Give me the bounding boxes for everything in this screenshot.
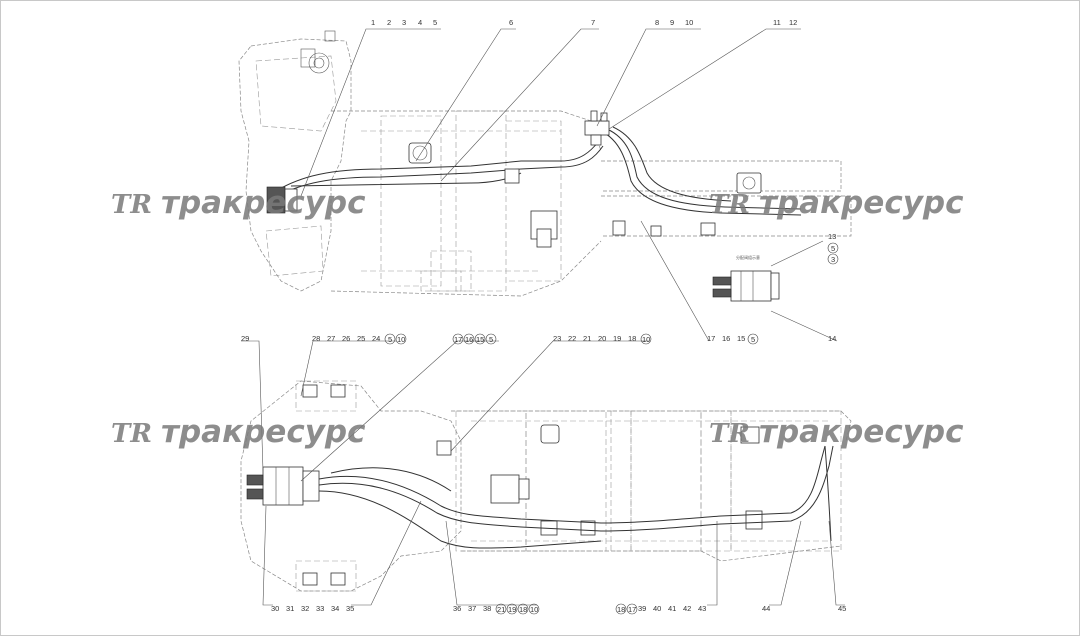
callout: 2 [387, 18, 391, 27]
callout: 25 [357, 334, 365, 343]
callout: 43 [698, 604, 706, 613]
callout: 33 [316, 604, 324, 613]
callout: 9 [670, 18, 674, 27]
callout: 35 [346, 604, 354, 613]
callout: 16 [465, 335, 473, 344]
callout: 3 [402, 18, 406, 27]
bottom-view [240, 340, 852, 606]
callout: 18 [628, 334, 636, 343]
callout: 5 [831, 244, 835, 253]
callout: 1 [371, 18, 375, 27]
callout: 34 [331, 604, 339, 613]
watermark-logo: TR [709, 190, 750, 220]
callout: 40 [653, 604, 661, 613]
callout: 39 [638, 604, 646, 613]
callout: 5 [751, 335, 755, 344]
callout: 7 [591, 18, 595, 27]
callout: 17 [454, 335, 462, 344]
callout: 41 [668, 604, 676, 613]
callout: 32 [301, 604, 309, 613]
callout: 14 [828, 334, 836, 343]
callout: 36 [453, 604, 461, 613]
watermark-logo: TR [709, 419, 750, 449]
callout: 6 [509, 18, 513, 27]
callout: 42 [683, 604, 691, 613]
callout: 31 [286, 604, 294, 613]
callout: 5 [388, 335, 392, 344]
callout: 38 [483, 604, 491, 613]
watermark-logo: TR [111, 419, 152, 449]
callout: 15 [737, 334, 745, 343]
callout: 20 [598, 334, 606, 343]
callout: 17 [628, 605, 636, 614]
callout: 37 [468, 604, 476, 613]
callout: 27 [327, 334, 335, 343]
callout: 11 [773, 18, 781, 27]
callout: 13 [828, 232, 836, 241]
callout: 4 [418, 18, 422, 27]
watermark-logo: TR [111, 190, 152, 220]
callout: 17 [707, 334, 715, 343]
watermark-text: трак­ресурс [759, 185, 964, 221]
callout: 19 [508, 605, 516, 614]
callout: 16 [722, 334, 730, 343]
callout: 5 [433, 18, 437, 27]
watermark-text: трак­ресурс [161, 414, 366, 450]
callout: 29 [241, 334, 249, 343]
callout: 19 [613, 334, 621, 343]
callout: 15 [476, 335, 484, 344]
callout: 22 [568, 334, 576, 343]
watermark-text: трак­ресурс [759, 414, 964, 450]
watermark-text: трак­ресурс [161, 185, 366, 221]
callout-numbers: 1 2 3 4 5 6 7 8 9 10 11 12 13 5 3 14 17 … [241, 18, 846, 615]
callout: 5 [489, 335, 493, 344]
top-view: 分配阀组示意 [238, 28, 852, 342]
callout: 8 [655, 18, 659, 27]
callout: 21 [583, 334, 591, 343]
callout: 30 [271, 604, 279, 613]
callout: 28 [312, 334, 320, 343]
callout: 44 [762, 604, 770, 613]
callout: 24 [372, 334, 380, 343]
callout: 10 [530, 605, 538, 614]
callout: 10 [642, 335, 650, 344]
callout: 23 [553, 334, 561, 343]
callout: 10 [397, 335, 405, 344]
distribution-valve-inset: 分配阀组示意 [712, 254, 780, 302]
callout: 26 [342, 334, 350, 343]
callout: 10 [685, 18, 693, 27]
callout: 18 [617, 605, 625, 614]
callout: 3 [831, 255, 835, 264]
callout: 45 [838, 604, 846, 613]
callout: 18 [519, 605, 527, 614]
inset-label: 分配阀组示意 [736, 254, 760, 260]
callout: 12 [789, 18, 797, 27]
callout: 21 [497, 605, 505, 614]
watermark: TR трак­ресурс TR трак­ресурс TR трак­ре… [111, 185, 964, 450]
